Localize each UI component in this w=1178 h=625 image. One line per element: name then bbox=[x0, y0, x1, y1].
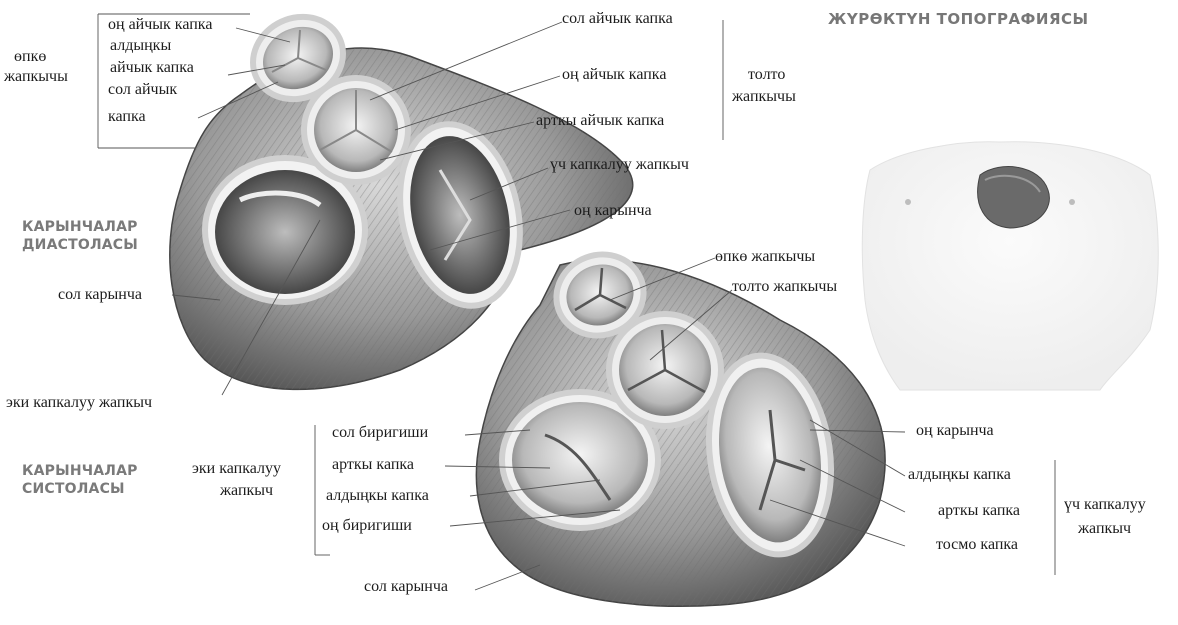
label-anterior-semilunar-line1: алдыңкы bbox=[110, 37, 171, 55]
label-left-ventricle-top: сол карынча bbox=[58, 286, 142, 304]
label-tricuspid-posterior-cusp: арткы капка bbox=[938, 502, 1020, 520]
label-mitral-valve-top: эки капкалуу жапкыч bbox=[6, 394, 152, 412]
label-aortic-valve-bottom: толто жапкычы bbox=[732, 278, 837, 296]
label-tricuspid-valve-top: үч капкалуу жапкыч bbox=[550, 156, 689, 174]
label-tricuspid-group-line2: жапкыч bbox=[1078, 520, 1131, 538]
torso-figure bbox=[862, 142, 1158, 390]
label-anterior-semilunar-line2: айчык капка bbox=[110, 59, 194, 77]
diastole-heading-line2: ДИАСТОЛАСЫ bbox=[22, 236, 138, 254]
label-right-semilunar-cusp: оң айчык капка bbox=[108, 16, 212, 34]
label-anterior-cusp-mitral: алдыңкы капка bbox=[326, 487, 429, 505]
label-aortic-right-cusp: оң айчык капка bbox=[562, 66, 666, 84]
label-aortic-posterior-cusp: арткы айчык капка bbox=[536, 112, 664, 130]
label-right-commissure: оң биригиши bbox=[322, 517, 412, 535]
systole-heading-line1: КАРЫНЧАЛАР bbox=[22, 462, 138, 480]
label-tricuspid-anterior-cusp: алдыңкы капка bbox=[908, 466, 1011, 484]
label-aortic-left-cusp: сол айчык капка bbox=[562, 10, 673, 28]
label-right-ventricle-bottom: оң карынча bbox=[916, 422, 994, 440]
label-aortic-group-line1: толто bbox=[748, 66, 785, 84]
label-left-semilunar-line2: капка bbox=[108, 108, 146, 126]
label-right-ventricle-top: оң карынча bbox=[574, 202, 652, 220]
diastole-heading-line1: КАРЫНЧАЛАР bbox=[22, 218, 138, 236]
label-left-commissure: сол биригиши bbox=[332, 424, 428, 442]
label-pulmonary-valve-bottom: өпкө жапкычы bbox=[715, 248, 815, 266]
label-posterior-cusp-mitral: арткы капка bbox=[332, 456, 414, 474]
label-tricuspid-group-line1: үч капкалуу bbox=[1064, 496, 1146, 514]
systole-heading-line2: СИСТОЛАСЫ bbox=[22, 480, 125, 498]
label-mitral-group-line2: жапкыч bbox=[220, 482, 273, 500]
label-aortic-group-line2: жапкычы bbox=[732, 88, 796, 106]
label-pulmonary-group-line2: жапкычы bbox=[4, 68, 68, 86]
label-tricuspid-septal-cusp: тосмо капка bbox=[936, 536, 1018, 554]
label-pulmonary-group-line1: өпкө bbox=[14, 48, 46, 66]
label-left-semilunar-line1: сол айчык bbox=[108, 81, 177, 99]
label-mitral-group-line1: эки капкалуу bbox=[192, 460, 281, 478]
page-title: ЖҮРӨКТҮН ТОПОГРАФИЯСЫ bbox=[828, 10, 1089, 28]
label-left-ventricle-bottom: сол карынча bbox=[364, 578, 448, 596]
systole-heart bbox=[476, 242, 885, 606]
